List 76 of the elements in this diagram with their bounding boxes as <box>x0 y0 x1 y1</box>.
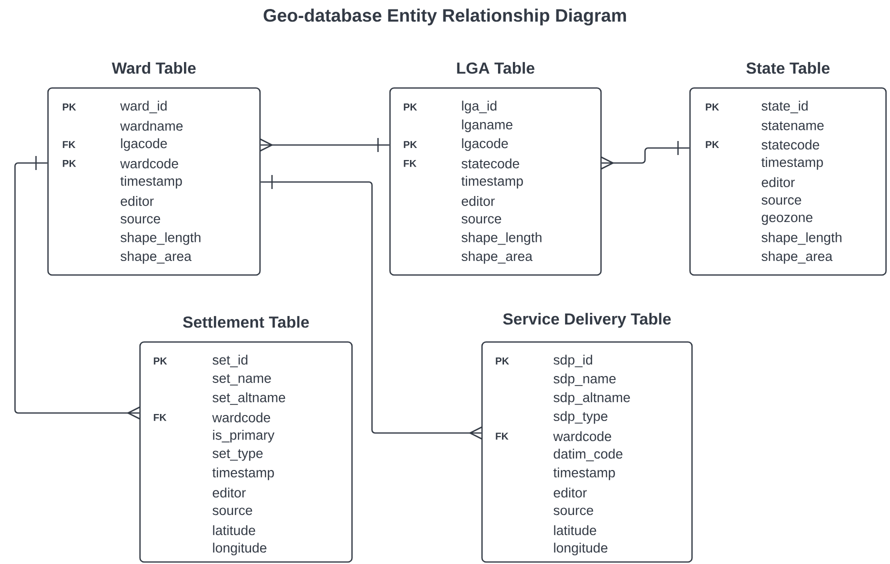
field-name: sdp_name <box>554 374 616 386</box>
relationship-line <box>14 156 140 420</box>
relationship-line <box>260 138 390 152</box>
diagram-title: Geo-database Entity Relationship Diagram <box>264 8 626 26</box>
field-name: longitude <box>213 542 266 556</box>
key-label: PK <box>706 104 720 110</box>
field-name: sdp_id <box>554 354 592 368</box>
field-name: wardcode <box>120 158 178 168</box>
key-label: PK <box>404 141 418 148</box>
key-label: PK <box>706 141 720 148</box>
field-name: lga_id <box>462 100 496 114</box>
table-box <box>389 62 602 276</box>
field-name: latitude <box>213 525 256 536</box>
field-name: source <box>762 197 802 205</box>
field-name: sdp_type <box>554 411 608 424</box>
table-box <box>689 62 887 276</box>
key-label: PK <box>496 358 510 364</box>
table-box <box>481 312 693 563</box>
field-name: editor <box>120 196 154 206</box>
field-name: shape_area <box>462 251 532 264</box>
field-name: wardcode <box>212 412 270 422</box>
field-name: latitude <box>554 525 596 536</box>
key-label: PK <box>62 104 76 110</box>
key-label: FK <box>404 160 416 167</box>
key-label: PK <box>62 160 76 167</box>
field-name: is_primary <box>213 430 274 442</box>
field-name: source <box>462 216 502 224</box>
field-name: set_altname <box>212 392 286 405</box>
key-label: PK <box>154 358 167 364</box>
relationship-line <box>600 141 690 170</box>
key-label: FK <box>62 141 76 148</box>
field-name: timestamp <box>120 176 182 188</box>
field-name: statecode <box>462 158 520 168</box>
field-name: lgacode <box>462 138 508 151</box>
field-name: editor <box>762 177 795 188</box>
field-name: editor <box>554 488 587 498</box>
field-name: editor <box>212 488 246 498</box>
field-name: lganame <box>462 120 512 132</box>
field-name: timestamp <box>761 157 823 170</box>
field-name: set_id <box>212 354 248 368</box>
field-name: source <box>120 216 160 224</box>
field-name: source <box>554 508 594 516</box>
key-label: PK <box>404 104 418 110</box>
field-name: editor <box>462 196 495 206</box>
field-name: wardcode <box>553 431 612 442</box>
field-name: statecode <box>762 140 820 150</box>
field-name: shape_length <box>120 232 200 245</box>
field-name: longitude <box>554 542 608 556</box>
table-box <box>47 62 261 276</box>
field-name: statename <box>762 121 824 130</box>
key-label: FK <box>154 414 166 421</box>
table-title: Service Delivery Table <box>503 312 671 328</box>
table-title: Ward Table <box>112 62 196 74</box>
field-name: shape_area <box>762 251 833 264</box>
field-name: timestamp <box>553 468 615 480</box>
field-name: datim_code <box>554 448 622 462</box>
field-name: set_name <box>212 374 271 386</box>
relationship-line <box>260 175 482 440</box>
table-title: State Table <box>746 62 830 74</box>
table-box <box>139 316 353 563</box>
field-name: shape_area <box>120 251 192 264</box>
field-name: ward_id <box>120 100 167 114</box>
table-title: Settlement Table <box>183 316 309 328</box>
field-name: timestamp <box>212 468 274 480</box>
field-name: lgacode <box>121 138 167 151</box>
field-name: sdp_altname <box>554 392 630 405</box>
field-name: shape_length <box>462 232 542 245</box>
field-name: geozone <box>762 214 812 225</box>
field-name: source <box>212 508 252 516</box>
field-name: wardname <box>120 120 183 131</box>
field-name: shape_length <box>762 232 842 245</box>
field-name: set_type <box>212 449 263 461</box>
key-label: FK <box>496 432 508 440</box>
table-title: LGA Table <box>457 62 534 74</box>
field-name: timestamp <box>461 176 523 188</box>
field-name: state_id <box>762 100 808 114</box>
